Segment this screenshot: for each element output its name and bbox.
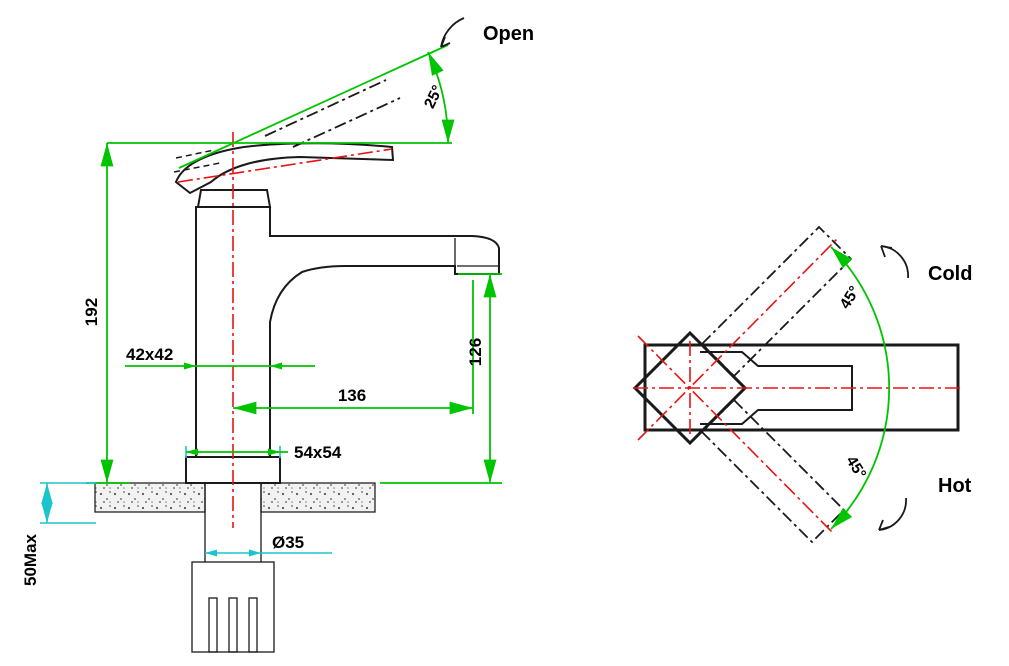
- mounting-shank: [204, 483, 262, 562]
- lever-hidden-edges: [173, 149, 221, 173]
- plan-handle-hot-phantom: [700, 398, 846, 544]
- open-angle-arc: [427, 51, 455, 144]
- dim-deck-thickness: 50Max: [21, 482, 96, 586]
- hole-diameter-label: Ø35: [272, 533, 304, 552]
- dim-hole-diameter: Ø35: [205, 533, 332, 557]
- dim-base-section: 54x54: [185, 443, 342, 462]
- top-view: 45° 45° Cold Hot: [632, 225, 972, 544]
- body-section-label: 42x42: [126, 345, 173, 364]
- countertop-left: [94, 482, 206, 513]
- aerator-detail: [454, 238, 499, 267]
- dim-spout-reach: 136: [232, 280, 474, 415]
- cartridge-cap: [196, 189, 272, 208]
- plan-handle-cold-phantom: [700, 225, 853, 378]
- cold-label: Cold: [928, 263, 972, 285]
- base-section-label: 54x54: [294, 443, 342, 462]
- dim-spout-height: 126: [380, 273, 502, 484]
- hot-rotation-arrow-icon: [878, 497, 907, 531]
- lever-axis-centerline: [177, 148, 393, 183]
- deck-thickness-label: 50Max: [21, 533, 40, 586]
- overall-height-label: 192: [82, 298, 101, 326]
- open-rotation-arrow-icon: [440, 17, 465, 48]
- hot-angle-label: 45°: [842, 453, 869, 482]
- open-angle-label: 25°: [421, 83, 447, 112]
- spout-height-label: 126: [466, 338, 485, 366]
- lever-open-phantom: [264, 79, 401, 148]
- hot-label: Hot: [938, 475, 972, 497]
- open-label: Open: [483, 23, 534, 45]
- mounting-nut: [191, 561, 275, 653]
- faucet-body-spout: [195, 206, 500, 458]
- dim-overall-height: 192: [82, 143, 130, 484]
- plan-diagonal-hot-centerline: [637, 335, 835, 535]
- cold-angle-label: 45°: [837, 283, 864, 312]
- plan-diagonal-cold-centerline: [637, 237, 839, 441]
- spout-reach-label: 136: [338, 386, 366, 405]
- dim-body-section: 42x42: [125, 345, 315, 370]
- cold-rotation-arrow-icon: [880, 245, 909, 279]
- countertop-right: [260, 482, 376, 513]
- side-view: 25° Open 192 42x42 136: [21, 17, 534, 653]
- swing-arc: [830, 246, 890, 530]
- open-position-line: [178, 44, 449, 169]
